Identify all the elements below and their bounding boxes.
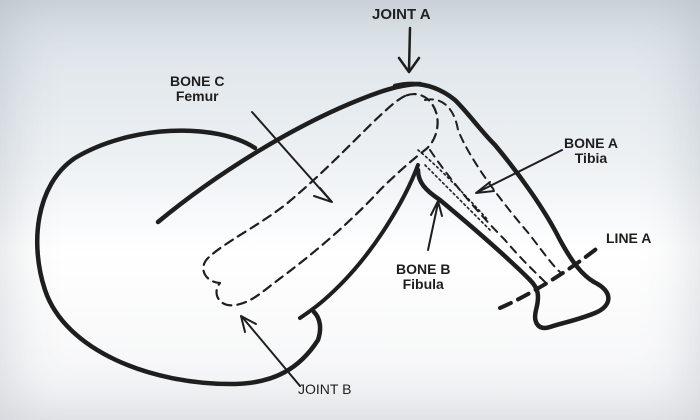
thigh-outline — [35, 128, 323, 387]
fibula-outline-2 — [424, 164, 491, 231]
label-bone-a: BONE A Tibia — [564, 136, 618, 166]
label-joint-b: JOINT B — [298, 381, 352, 397]
tibia-outline — [424, 98, 561, 273]
label-bone-a-name: BONE A — [564, 135, 618, 151]
label-bone-b-name: BONE B — [396, 261, 451, 277]
label-bone-c-sub: Femur — [175, 88, 219, 104]
arrow-bone-a — [475, 149, 563, 194]
arrow-bone-b — [427, 200, 443, 251]
arrow-joint-a — [397, 26, 421, 74]
label-bone-c-name: BONE C — [170, 73, 225, 89]
knee-outline — [392, 81, 611, 331]
calf-outline — [415, 167, 533, 283]
line-a — [498, 244, 602, 310]
femur-outline — [202, 93, 439, 307]
tibia-outline-inner — [429, 149, 546, 283]
knee-back-outline — [298, 163, 420, 320]
fibula-outline — [417, 149, 489, 221]
label-bone-b: BONE B Fibula — [396, 262, 450, 292]
label-line-a: LINE A — [606, 230, 652, 246]
label-bone-a-sub: Tibia — [574, 150, 608, 166]
arrow-joint-b — [240, 315, 301, 387]
arrow-bone-c — [251, 111, 333, 203]
label-bone-c: BONE C Femur — [170, 74, 224, 104]
label-bone-b-sub: Fibula — [402, 276, 444, 292]
label-joint-a: JOINT A — [372, 6, 431, 23]
